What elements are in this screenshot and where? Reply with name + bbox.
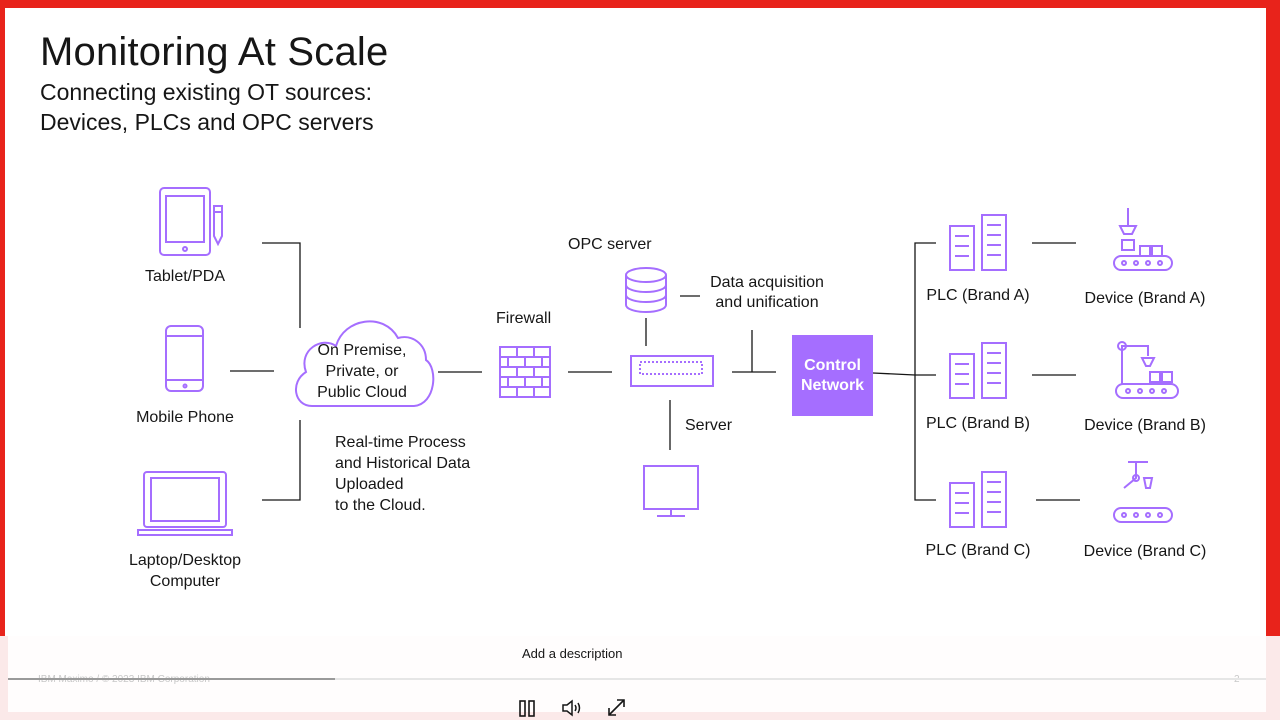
device-b-label: Device (Brand B): [1084, 417, 1206, 434]
upload-note-line-1: Real-time Process: [335, 434, 466, 451]
player-bar-overlay: [8, 636, 1266, 712]
connector-laptop-cloud: [262, 420, 301, 501]
volume-button[interactable]: [560, 697, 584, 719]
connector-control-hub: [872, 372, 916, 376]
frame-border-top: [0, 0, 1280, 8]
progress-track[interactable]: [8, 678, 1266, 680]
mobile-phone-icon: [165, 325, 204, 392]
connector-tablet-cloud: [262, 242, 301, 328]
plc-b-label: PLC (Brand B): [925, 415, 1031, 432]
plc-c-icon: [949, 471, 1007, 528]
device-c-label: Device (Brand C): [1083, 543, 1207, 560]
monitor-icon: [643, 465, 699, 517]
add-description-link[interactable]: Add a description: [522, 646, 623, 661]
subtitle-line-1: Connecting existing OT sources:: [40, 79, 372, 105]
frame-border-left: [0, 0, 5, 640]
volume-icon: [562, 699, 581, 717]
slide-subtitle: Connecting existing OT sources: Devices,…: [40, 77, 374, 137]
opc-server-label: OPC server: [568, 236, 652, 253]
data-acquisition-label: Data acquisition and unification: [700, 273, 834, 313]
laptop-label: Laptop/Desktop Computer: [115, 550, 255, 592]
device-b-icon: [1115, 341, 1179, 399]
slide-title: Monitoring At Scale: [40, 30, 389, 74]
cloud-icon: [295, 320, 435, 407]
pause-button[interactable]: [516, 697, 540, 719]
firewall-label: Firewall: [496, 310, 552, 327]
plc-c-label: PLC (Brand C): [925, 542, 1031, 559]
control-network-line-2: Network: [800, 376, 865, 394]
progress-fill: [8, 678, 335, 680]
plc-a-icon: [949, 214, 1007, 271]
data-acquisition-line-2: and unification: [715, 294, 819, 311]
firewall-icon: [499, 346, 551, 398]
control-network-line-1: Control: [804, 356, 861, 374]
device-a-icon: [1113, 208, 1173, 271]
laptop-label-line-2: Computer: [149, 573, 221, 590]
plc-b-icon: [949, 342, 1007, 399]
mobile-phone-label: Mobile Phone: [136, 409, 234, 426]
laptop-label-line-1: Laptop/Desktop: [128, 552, 242, 569]
upload-note: Real-time Process and Historical Data Up…: [335, 432, 470, 516]
connector-lines: [230, 242, 1080, 501]
fullscreen-icon: [608, 699, 625, 716]
upload-note-line-2: and Historical Data: [335, 455, 471, 472]
connector-plc-bus: [914, 242, 936, 501]
cloud-label: On Premise, Private, or Public Cloud: [306, 340, 418, 403]
tablet-label: Tablet/PDA: [144, 268, 226, 285]
server-label: Server: [685, 417, 733, 434]
device-a-label: Device (Brand A): [1084, 290, 1206, 307]
plc-a-label: PLC (Brand A): [926, 287, 1030, 304]
database-icon: [625, 267, 667, 313]
fullscreen-button[interactable]: [605, 697, 629, 719]
frame-border-right: [1266, 0, 1280, 640]
laptop-icon: [137, 471, 233, 536]
upload-note-line-4: to the Cloud.: [335, 497, 426, 514]
cloud-label-line-3: Public Cloud: [317, 384, 407, 401]
server-icon: [630, 355, 714, 387]
pause-icon: [519, 700, 535, 717]
cloud-label-line-1: On Premise,: [317, 342, 407, 359]
upload-note-line-3: Uploaded: [335, 476, 404, 493]
data-acquisition-line-1: Data acquisition: [710, 274, 824, 291]
subtitle-line-2: Devices, PLCs and OPC servers: [40, 109, 374, 135]
tablet-icon: [159, 187, 223, 256]
cloud-label-line-2: Private, or: [325, 363, 399, 380]
device-c-icon: [1113, 461, 1173, 523]
control-network-box: Control Network: [792, 335, 873, 416]
